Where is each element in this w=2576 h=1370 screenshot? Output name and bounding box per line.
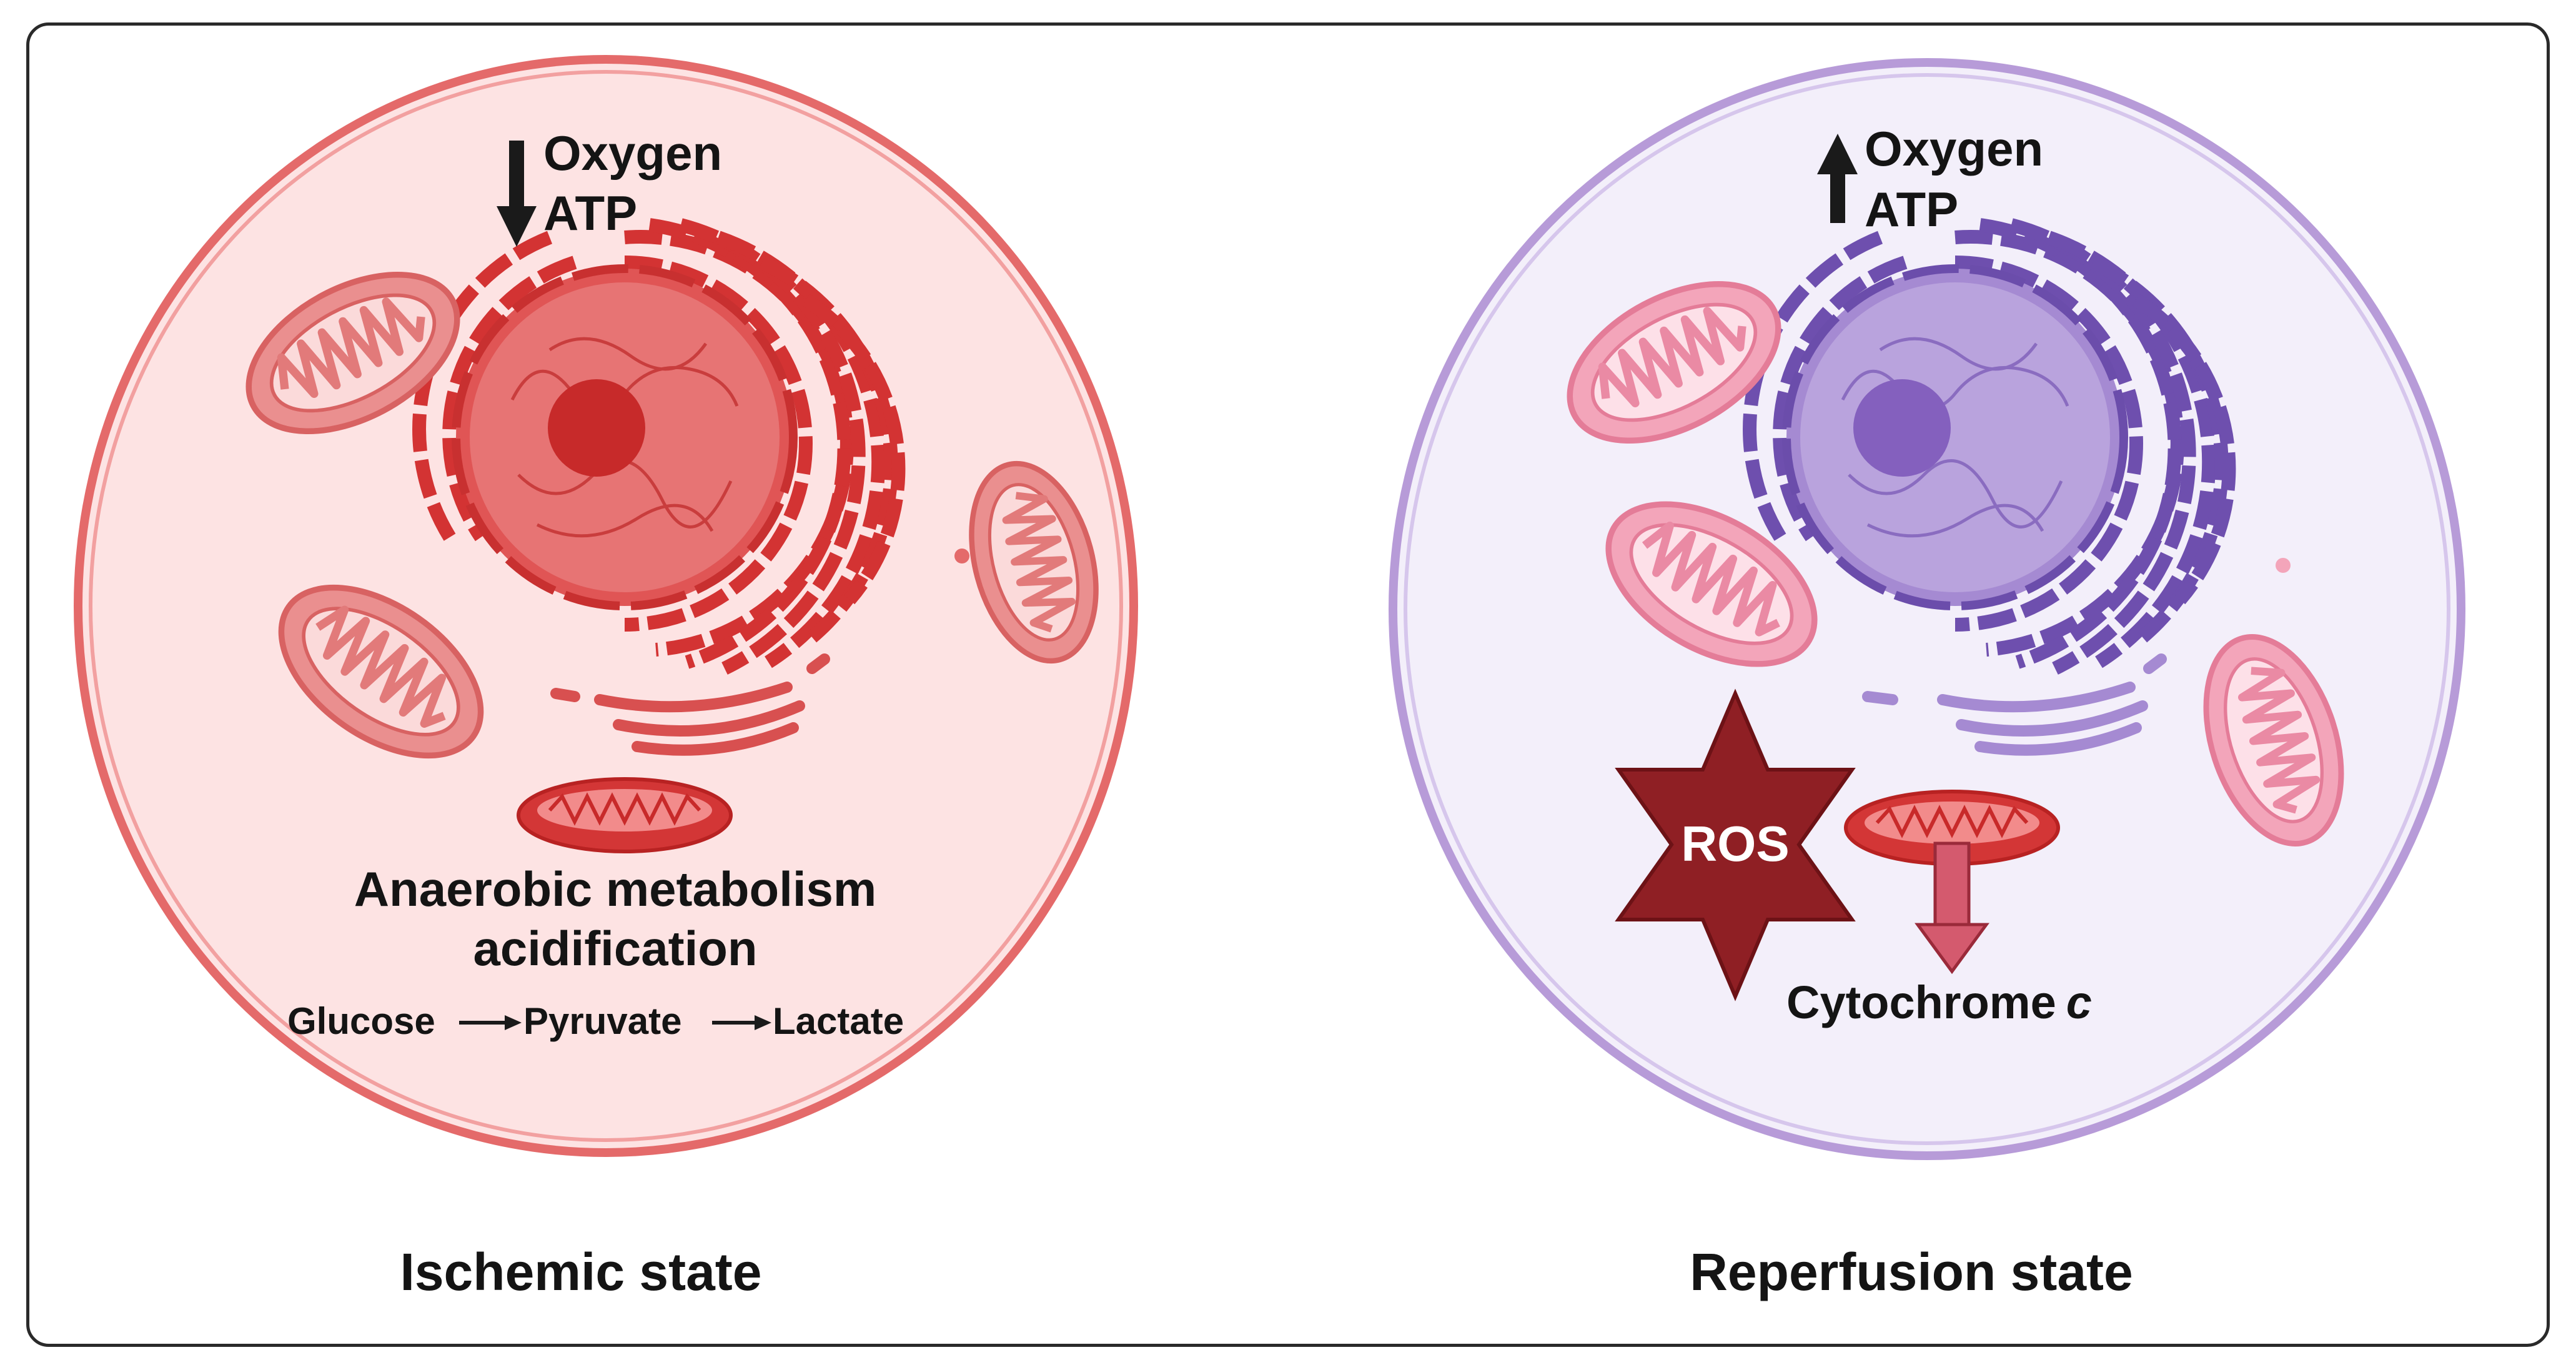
pathway-arrow-icon [459,1015,522,1030]
ros-label: ROS [1681,816,1789,871]
ros-star-icon [1615,688,1856,1001]
ischemic-golgi [550,653,830,756]
ischemic-decrease-arrow-icon [497,141,537,247]
ischemic-caption-line2: acidification [473,921,757,976]
ischemic-panel-title: Ischemic state [400,1243,762,1301]
ischemic-nucleolus [548,379,645,477]
reperfusion-panel-title: Reperfusion state [1690,1243,2133,1301]
pathway-arrow-icon [712,1015,771,1030]
reperfusion-atp-label: ATP [1865,182,1958,237]
reperfusion-golgi [1862,653,2167,756]
pathway-lactate: Lactate [773,1000,904,1042]
reperfusion-endoplasmic-reticulum [1743,218,2236,675]
ischemic-oxygen-label: Oxygen [543,126,722,181]
reperfusion-oxygen-label: Oxygen [1865,121,2043,176]
ischemic-caption-line1: Anaerobic metabolism [354,861,877,916]
ischemic-damaged-mitochondrion [518,779,731,851]
ischemic-atp-label: ATP [543,186,637,241]
ischemic-endoplasmic-reticulum [412,218,906,675]
ischemic-panel: Oxygen ATP Anaerobic metabolism acidific… [74,55,1138,1301]
pathway-pyruvate: Pyruvate [523,1000,681,1042]
reperfusion-nucleolus [1853,379,1951,477]
pathway-glucose: Glucose [287,1000,435,1042]
cytochrome-release-arrow-icon [1915,841,1989,975]
reperfusion-increase-arrow-icon [1817,134,1858,223]
